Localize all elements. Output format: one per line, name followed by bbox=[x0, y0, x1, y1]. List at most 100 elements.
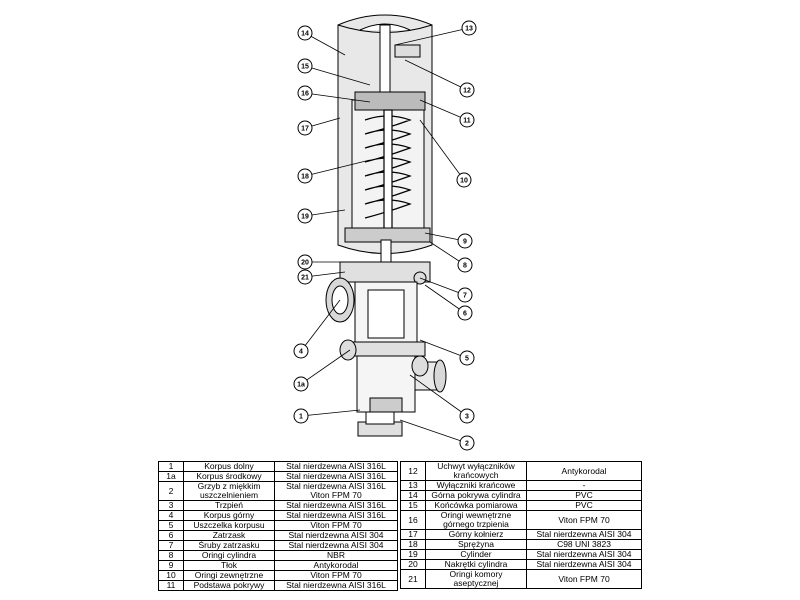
callout-bubble bbox=[457, 257, 473, 273]
callout-label: 13 bbox=[465, 26, 473, 33]
callout-label: 19 bbox=[301, 214, 309, 221]
callout-label: 18 bbox=[301, 174, 309, 181]
part-name: Korpus środkowy bbox=[183, 471, 275, 482]
callout-label: 11 bbox=[463, 118, 471, 125]
callout-leader bbox=[424, 284, 466, 314]
part-material: Stal nierdzewna AISI 316L bbox=[274, 510, 398, 521]
callout-label: 17 bbox=[301, 126, 309, 133]
part-name: Uszczelka korpusu bbox=[183, 520, 275, 531]
callout-bubble bbox=[297, 58, 313, 74]
part-name: Oringi zewnętrzne bbox=[183, 570, 275, 581]
callout-label: 1 bbox=[299, 414, 303, 421]
part-name: Oringi cylindra bbox=[183, 550, 275, 561]
part-number: 3 bbox=[158, 500, 184, 511]
part-name: Korpus górny bbox=[183, 510, 275, 521]
part-number: 16 bbox=[400, 510, 426, 530]
callout-bubble bbox=[456, 172, 472, 188]
part-number: 8 bbox=[158, 550, 184, 561]
callout-leader bbox=[394, 27, 470, 46]
part-name: Śruby zatrzasku bbox=[183, 540, 275, 551]
part-material: - bbox=[526, 480, 642, 491]
callout-label: 21 bbox=[301, 275, 309, 282]
part-material: Stal nierdzewna AISI 304 bbox=[526, 529, 642, 540]
callout-label: 3 bbox=[465, 414, 469, 421]
part-number: 6 bbox=[158, 530, 184, 541]
callout-label: 6 bbox=[463, 311, 467, 318]
callout-leader bbox=[404, 59, 468, 91]
callout-label: 20 bbox=[301, 260, 309, 267]
callout-label: 10 bbox=[460, 178, 468, 185]
callout-bubble bbox=[457, 233, 473, 249]
part-name: Podstawa pokrywy bbox=[183, 580, 275, 591]
part-number: 5 bbox=[158, 520, 184, 531]
part-number: 11 bbox=[158, 580, 184, 591]
part-material: Stal nierdzewna AISI 316L bbox=[274, 461, 398, 472]
part-number: 20 bbox=[400, 559, 426, 570]
callout-bubble bbox=[293, 408, 309, 424]
part-material: Viton FPM 70 bbox=[274, 520, 398, 531]
lower-body bbox=[356, 355, 447, 437]
callout-leader bbox=[419, 119, 465, 181]
callout-bubble bbox=[457, 305, 473, 321]
callout-label: 4 bbox=[299, 349, 303, 356]
callout-label: 2 bbox=[465, 441, 469, 448]
callout-label: 9 bbox=[463, 239, 467, 246]
callout-leader bbox=[300, 409, 361, 417]
part-number: 12 bbox=[400, 461, 426, 481]
part-number: 10 bbox=[158, 570, 184, 581]
callout-label: 7 bbox=[463, 293, 467, 300]
callout-label: 5 bbox=[465, 356, 469, 363]
part-material: Stal nierdzewna AISI 304 bbox=[274, 530, 398, 541]
part-material: Stal nierdzewna AISI 304 bbox=[526, 559, 642, 570]
callout-bubble bbox=[297, 168, 313, 184]
part-name: Nakrętki cylindra bbox=[425, 559, 527, 570]
callout-bubble bbox=[459, 435, 475, 451]
upper-body bbox=[354, 281, 418, 343]
callout-label: 8 bbox=[463, 263, 467, 270]
callout-label: 14 bbox=[301, 31, 309, 38]
part-material: Viton FPM 70 bbox=[274, 570, 398, 581]
part-name: Cylinder bbox=[425, 549, 527, 560]
callout-label: 16 bbox=[301, 91, 309, 98]
top-cover bbox=[354, 24, 426, 111]
part-number: 14 bbox=[400, 490, 426, 501]
callout-leader bbox=[300, 349, 351, 385]
part-number: 9 bbox=[158, 560, 184, 571]
part-number: 4 bbox=[158, 510, 184, 521]
part-number: 15 bbox=[400, 500, 426, 511]
callout-bubble bbox=[457, 287, 473, 303]
part-material: PVC bbox=[526, 490, 642, 501]
part-material: Stal nierdzewna AISI 304 bbox=[526, 549, 642, 560]
part-number: 1 bbox=[158, 461, 184, 472]
callout-bubble bbox=[297, 269, 313, 285]
callout-bubble bbox=[459, 350, 475, 366]
callout-label: 15 bbox=[301, 64, 309, 71]
part-name: Zatrzask bbox=[183, 530, 275, 541]
part-material: Viton FPM 70 bbox=[526, 510, 642, 530]
callout-leader bbox=[419, 99, 468, 121]
valve-cross-section-drawing: 14 15 16 17 18 19 20 21 4 1a 1 13 12 11 10 9 8 7 6 5 3 2 bbox=[293, 14, 477, 451]
part-material: Stal nierdzewna AISI 316L bbox=[274, 500, 398, 511]
callout-leader bbox=[409, 374, 468, 417]
part-name: Tłok bbox=[183, 560, 275, 571]
callout-label: 1a bbox=[297, 382, 305, 389]
part-name: Wyłączniki krańcowe bbox=[425, 480, 527, 491]
callout-label: 12 bbox=[463, 88, 471, 95]
callout-leader bbox=[304, 159, 371, 177]
callouts: 14 15 16 17 18 19 20 21 4 1a 1 13 12 11 10 9 8 7 6 5 3 2 bbox=[293, 20, 477, 451]
part-number: 7 bbox=[158, 540, 184, 551]
